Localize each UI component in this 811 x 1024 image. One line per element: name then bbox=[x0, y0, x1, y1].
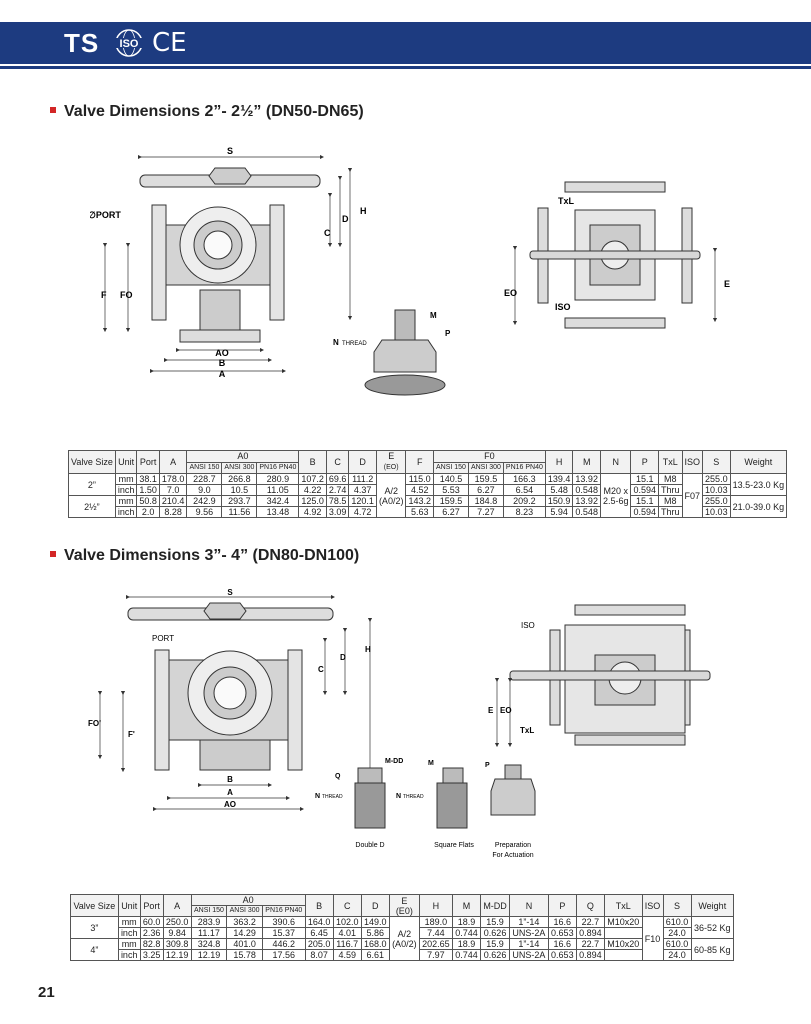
label-ao: AO bbox=[215, 348, 229, 358]
valve-top-view-2 bbox=[509, 604, 711, 746]
valve-front-view-2 bbox=[127, 602, 334, 771]
label-double-d: Double D bbox=[355, 842, 384, 849]
bullet-icon bbox=[50, 550, 56, 557]
label-a-2: A bbox=[227, 788, 233, 797]
label-b-2: B bbox=[227, 775, 233, 784]
label-square-flats: Square Flats bbox=[434, 842, 474, 849]
label-s-2: S bbox=[227, 588, 233, 597]
bullet-icon bbox=[50, 106, 56, 113]
diagram-section-2: S PORT H D C FO' F' B A AO ISO E EO TxL … bbox=[88, 588, 711, 859]
stem-double-d bbox=[354, 767, 386, 829]
label-d-2: D bbox=[340, 653, 346, 662]
dimension-table-2: Valve Size Unit Port A A0 B C D E(E0) H … bbox=[70, 894, 735, 961]
label-fo-2: FO' bbox=[88, 719, 101, 728]
label-a: A bbox=[219, 369, 226, 379]
stem-prep-actuation bbox=[490, 764, 536, 816]
label-iso-2: ISO bbox=[521, 621, 535, 630]
iso-mark: ISO bbox=[120, 38, 139, 50]
label-h-2: H bbox=[365, 645, 371, 654]
label-n-2: N bbox=[315, 793, 320, 800]
label-f: F bbox=[101, 290, 107, 300]
dimension-table-1: Valve Size Unit Port A A0 B C D E(EO) F … bbox=[68, 450, 788, 518]
stem-square-flats bbox=[436, 767, 468, 829]
section-title-2: Valve Dimensions 3”- 4” (DN80-DN100) bbox=[50, 547, 359, 565]
label-n-3: N bbox=[396, 793, 401, 800]
valve-top-view bbox=[529, 181, 701, 329]
diagram-section-1: S ∅PORT H D C F FO AO B A N THREAD M P T… bbox=[90, 146, 730, 396]
table-row: 2” mm 38.1 178.0 228.7 266.8 280.9 107.2… bbox=[68, 473, 788, 518]
header-rule bbox=[0, 66, 811, 69]
label-eo-2: EO bbox=[500, 706, 512, 715]
label-c: C bbox=[324, 228, 331, 238]
label-eo: EO bbox=[504, 288, 517, 298]
label-iso: ISO bbox=[555, 302, 571, 312]
label-e: E bbox=[724, 279, 730, 289]
label-b: B bbox=[219, 358, 226, 368]
label-s: S bbox=[227, 146, 233, 156]
label-p-2: P bbox=[485, 762, 490, 769]
table-row: inch 1.50 7.0 9.0 10.5 11.05 4.22 2.74 4… bbox=[69, 484, 787, 496]
label-prep-2: For Actuation bbox=[492, 852, 533, 859]
label-n: N bbox=[333, 338, 339, 347]
table-row: 3” mm 60.0 250.0 283.9 363.2 390.6 164.0… bbox=[70, 916, 735, 961]
label-p: P bbox=[445, 329, 451, 338]
label-thread: THREAD bbox=[342, 341, 367, 347]
section-title-1: Valve Dimensions 2”- 2½” (DN50-DN65) bbox=[50, 103, 364, 121]
page-number: 21 bbox=[38, 984, 55, 1001]
label-q: Q bbox=[335, 773, 341, 780]
label-c-2: C bbox=[318, 665, 324, 674]
table-row: inch 2.0 8.28 9.56 11.56 13.48 4.92 3.09… bbox=[69, 506, 787, 518]
ce-mark: CE bbox=[152, 28, 187, 58]
iso-logo-icon: ISO bbox=[114, 29, 144, 57]
label-d: D bbox=[342, 214, 349, 224]
label-port: ∅PORT bbox=[90, 210, 121, 220]
label-prep-1: Preparation bbox=[495, 842, 531, 849]
label-f-2: F' bbox=[128, 730, 135, 739]
label-txl: TxL bbox=[558, 196, 575, 206]
table-row: 4” mm 82.8 309.8 324.8 401.0 446.2 205.0… bbox=[70, 938, 735, 961]
label-mdd: M-DD bbox=[385, 758, 403, 765]
label-port-2: PORT bbox=[152, 634, 174, 643]
valve-front-view bbox=[139, 167, 321, 343]
label-m-2: M bbox=[428, 760, 434, 767]
label-thread-3: THREAD bbox=[403, 794, 424, 800]
label-m: M bbox=[430, 311, 437, 320]
label-thread-2: THREAD bbox=[322, 794, 343, 800]
label-e-2: E bbox=[488, 706, 494, 715]
table-row: 2½” mm 50.8 210.4 242.9 293.7 342.4 125.… bbox=[68, 495, 788, 518]
label-fo: FO bbox=[120, 290, 133, 300]
label-txl-2: TxL bbox=[520, 726, 534, 735]
stem-detail bbox=[364, 309, 446, 396]
brand-logo: TS bbox=[64, 28, 100, 58]
label-h: H bbox=[360, 206, 367, 216]
table-row: inch 3.25 12.19 12.19 15.78 17.56 8.07 4… bbox=[71, 949, 734, 961]
label-ao-2: AO bbox=[224, 800, 236, 809]
